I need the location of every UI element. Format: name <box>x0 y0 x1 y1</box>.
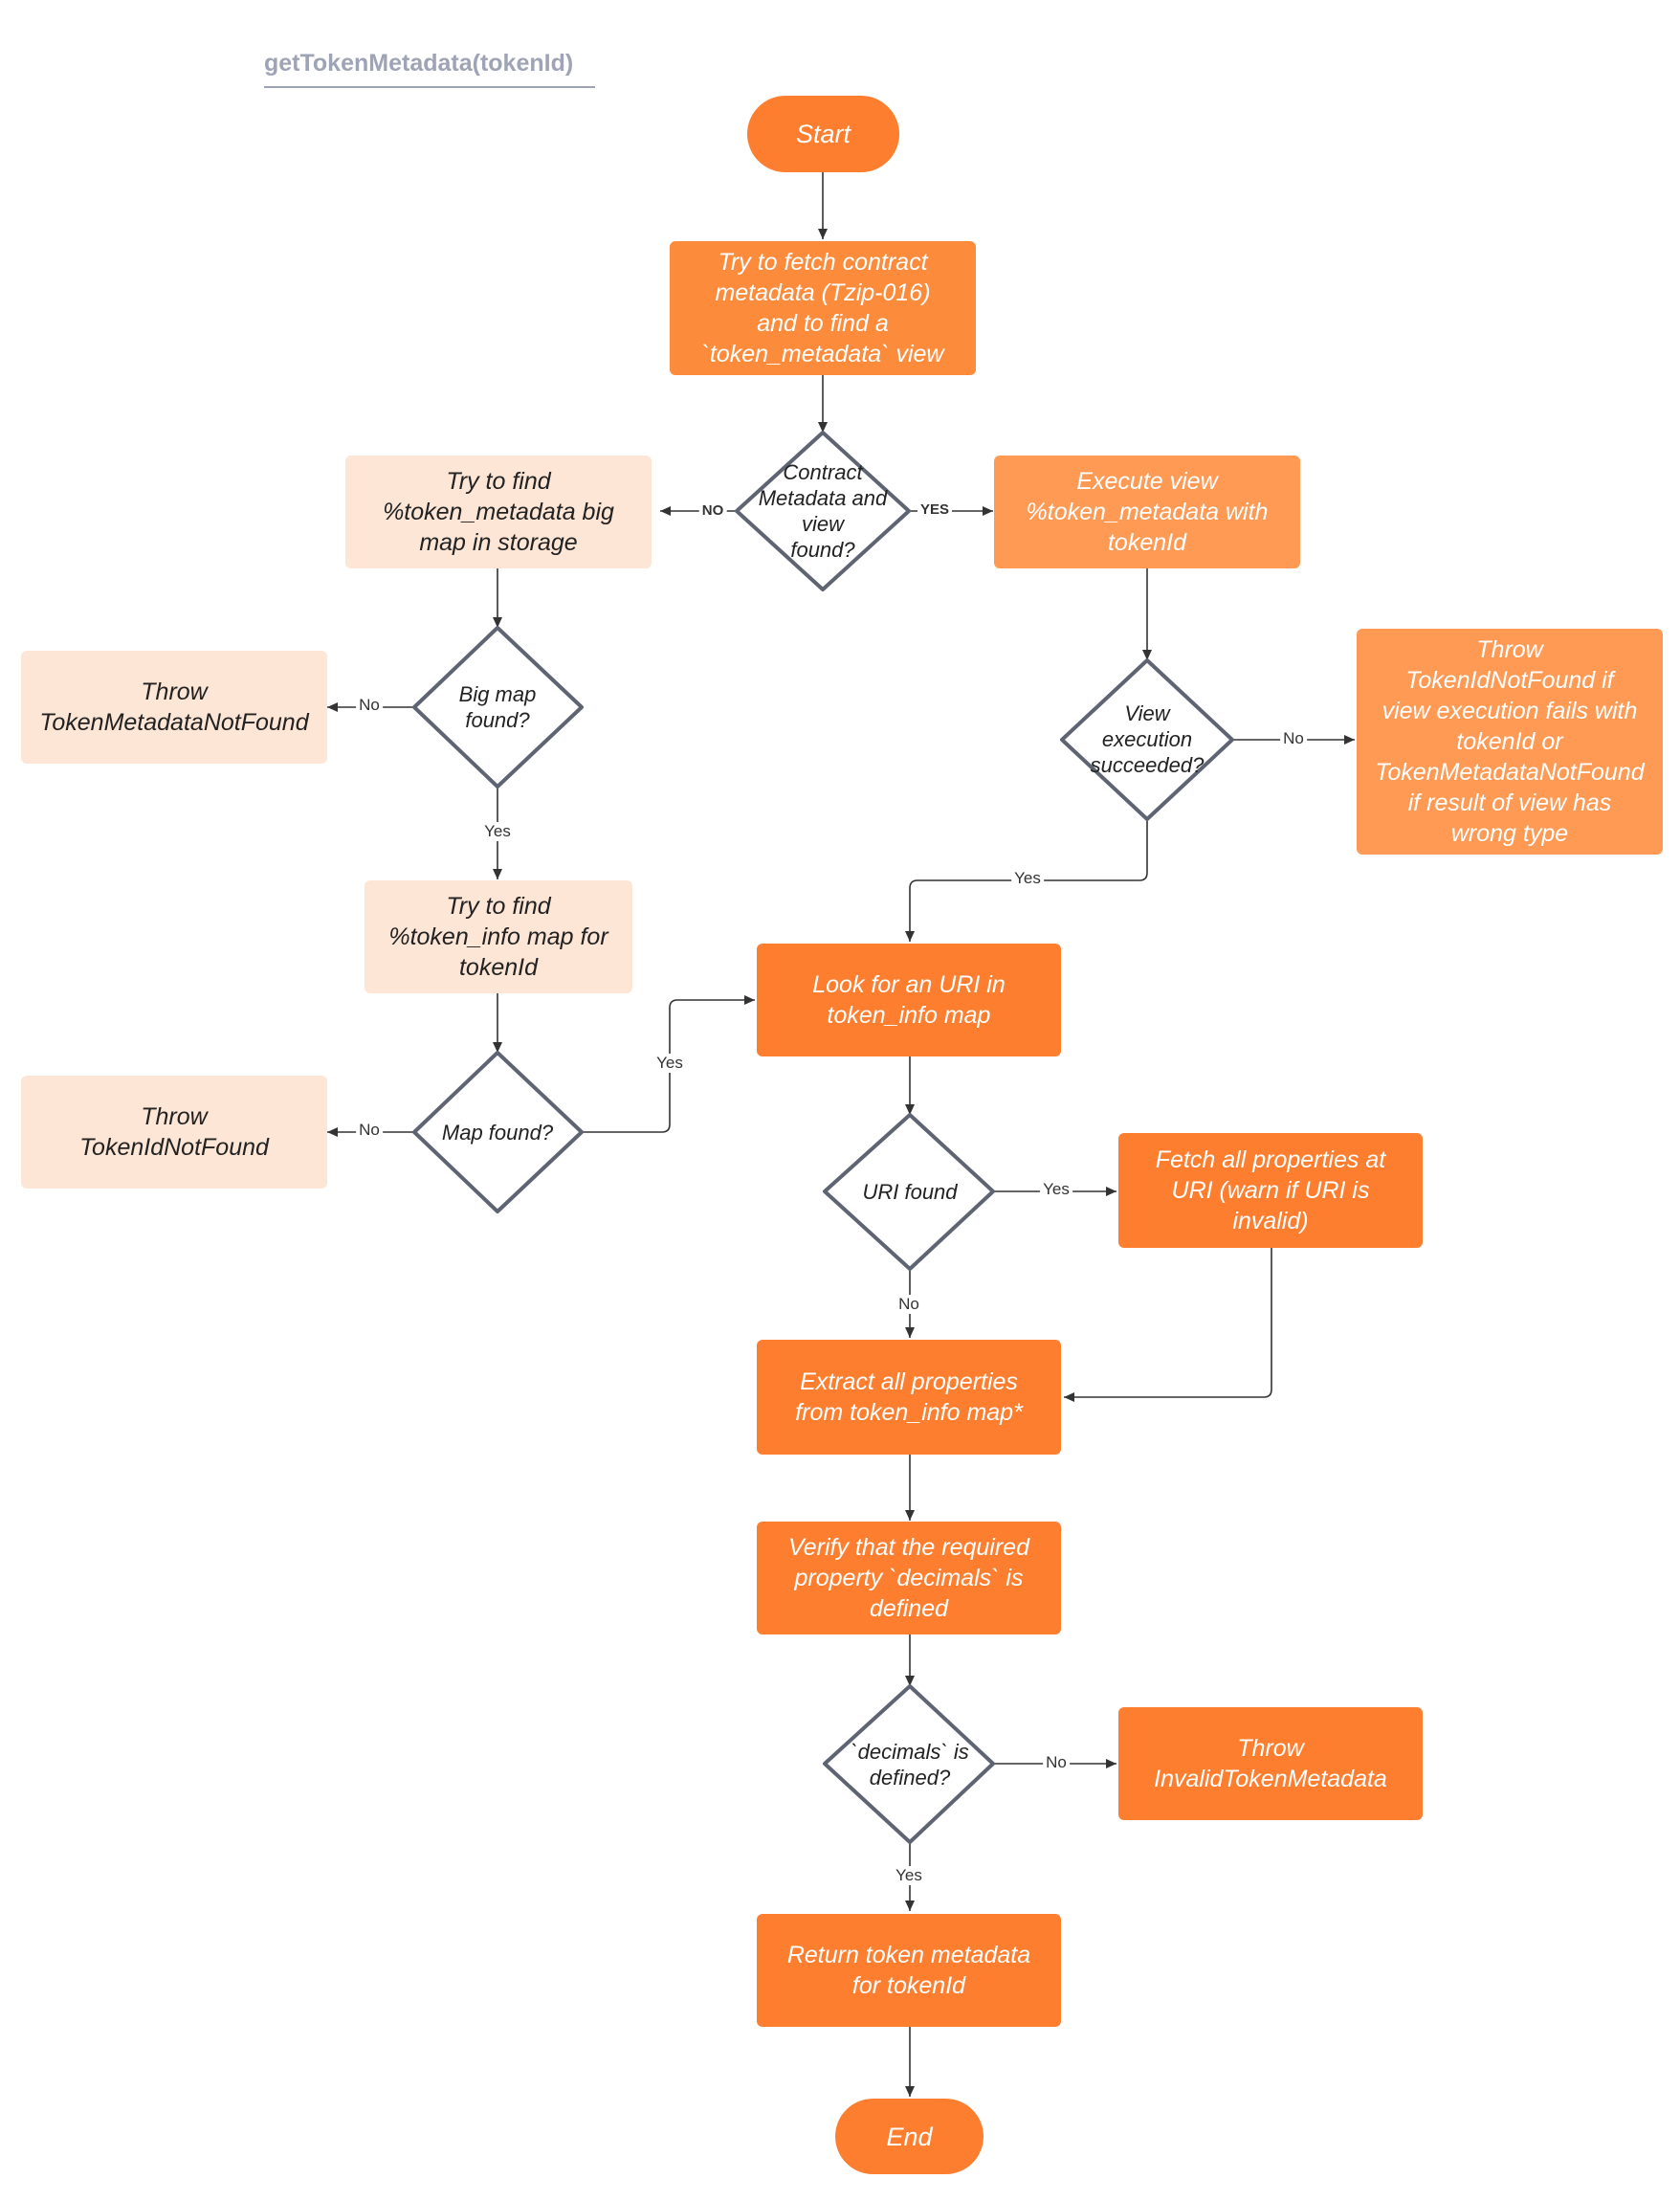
fetch-all-properties-node: Fetch all properties at URI (warn if URI… <box>1118 1133 1423 1248</box>
fetch-contract-metadata-node: Try to fetch contract metadata (Tzip-016… <box>670 241 976 375</box>
decision-view-shape <box>1060 658 1234 821</box>
view-execution-succeeded-label: View execution succeeded? <box>1090 700 1205 777</box>
edge-label-uri-no: No <box>895 1295 922 1314</box>
edge-label-no-caps: NO <box>698 501 727 521</box>
return-token-metadata-node: Return token metadata for tokenId <box>757 1914 1061 2027</box>
edge-label-yes-caps: YES <box>917 500 953 520</box>
decision-contract-metadata-shape <box>735 431 911 591</box>
decision-uri-found-shape <box>823 1113 995 1271</box>
edge-label-decimals-yes: Yes <box>893 1866 925 1885</box>
edge-label-bigmap-yes: Yes <box>481 822 514 841</box>
execute-view-node: Execute view %token_metadata with tokenI… <box>994 456 1300 568</box>
edge-label-view-yes: Yes <box>1011 869 1044 888</box>
map-found-label: Map found? <box>441 1120 554 1145</box>
find-token-info-node: Try to find %token_info map for tokenId <box>365 880 632 993</box>
uri-found-label: URI found <box>862 1179 958 1204</box>
throw-view-failure-node: Throw TokenIdNotFound if view execution … <box>1357 629 1663 855</box>
edge-label-map-yes: Yes <box>653 1054 686 1073</box>
edge-label-bigmap-no: No <box>356 696 383 715</box>
diagram-title: getTokenMetadata(tokenId) <box>264 50 574 77</box>
big-map-found-label: Big map found? <box>458 682 537 732</box>
decision-big-map-shape <box>412 626 584 789</box>
throw-token-id-not-found-node: Throw TokenIdNotFound <box>21 1076 327 1189</box>
contract-metadata-found-label: Contract Metadata and view found? <box>758 460 888 562</box>
edge-label-decimals-no: No <box>1043 1753 1070 1772</box>
decision-decimals-shape <box>823 1684 995 1844</box>
edge-fetch-props-to-extract <box>1064 1248 1272 1402</box>
decision-map-found-shape <box>412 1051 584 1213</box>
throw-invalid-token-metadata-node: Throw InvalidTokenMetadata <box>1118 1707 1423 1820</box>
find-big-map-node: Try to find %token_metadata big map in s… <box>345 456 652 568</box>
look-for-uri-node: Look for an URI in token_info map <box>757 944 1061 1056</box>
decimals-defined-label: `decimals` is defined? <box>851 1740 969 1790</box>
extract-properties-node: Extract all properties from token_info m… <box>757 1340 1061 1455</box>
end-node: End <box>835 2099 984 2174</box>
edge-label-map-no: No <box>356 1121 383 1140</box>
throw-token-metadata-not-found-node: Throw TokenMetadataNotFound <box>21 651 327 764</box>
start-node: Start <box>747 96 899 172</box>
edge-label-view-no: No <box>1280 729 1307 748</box>
edge-label-uri-yes: Yes <box>1040 1180 1072 1199</box>
verify-decimals-node: Verify that the required property `decim… <box>757 1522 1061 1634</box>
title-underline <box>264 86 595 88</box>
